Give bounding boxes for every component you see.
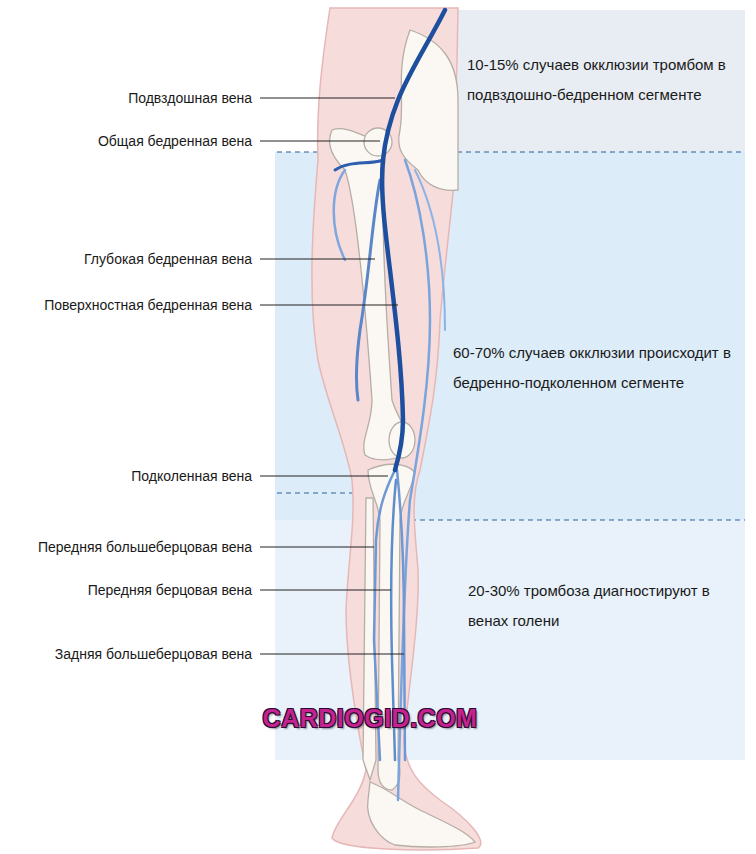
vein-label: Подколенная вена: [131, 468, 252, 484]
label-holder: Подколенная вена: [131, 467, 252, 485]
vein-label: Общая бедренная вена: [98, 133, 252, 149]
label-holder: Подвздошная вена: [128, 89, 252, 107]
vein-label: Подвздошная вена: [128, 90, 252, 106]
vein-label: Поверхностная бедренная вена: [44, 297, 252, 313]
segment-band: 10-15% случаев окклюзии тромбом в подвзд…: [458, 10, 745, 152]
label-holder: Глубокая бедренная вена: [84, 250, 252, 268]
vein-label: Передняя берцовая вена: [88, 582, 252, 598]
label-holder: Общая бедренная вена: [98, 132, 252, 150]
segment-note: 10-15% случаев окклюзии тромбом в подвзд…: [467, 50, 742, 110]
watermark: CARDIOGID.COM: [263, 704, 478, 732]
segment-note: 60-70% случаев окклюзии происходит в бед…: [453, 338, 738, 398]
segment-note: 20-30% тромбоза диагностируют в венах го…: [468, 576, 738, 636]
label-holder: Передняя большеберцовая вена: [38, 538, 252, 556]
vein-label: Глубокая бедренная вена: [84, 251, 252, 267]
label-holder: Поверхностная бедренная вена: [44, 296, 252, 314]
label-holder: Передняя берцовая вена: [88, 581, 252, 599]
vein-label: Передняя большеберцовая вена: [38, 539, 252, 555]
label-holder: Задняя большеберцовая вена: [55, 645, 252, 663]
vein-label: Задняя большеберцовая вена: [55, 646, 252, 662]
label-holder: CARDIOGID.COM: [210, 703, 530, 733]
vein-network: [334, 10, 445, 800]
leader-line: [260, 98, 404, 654]
